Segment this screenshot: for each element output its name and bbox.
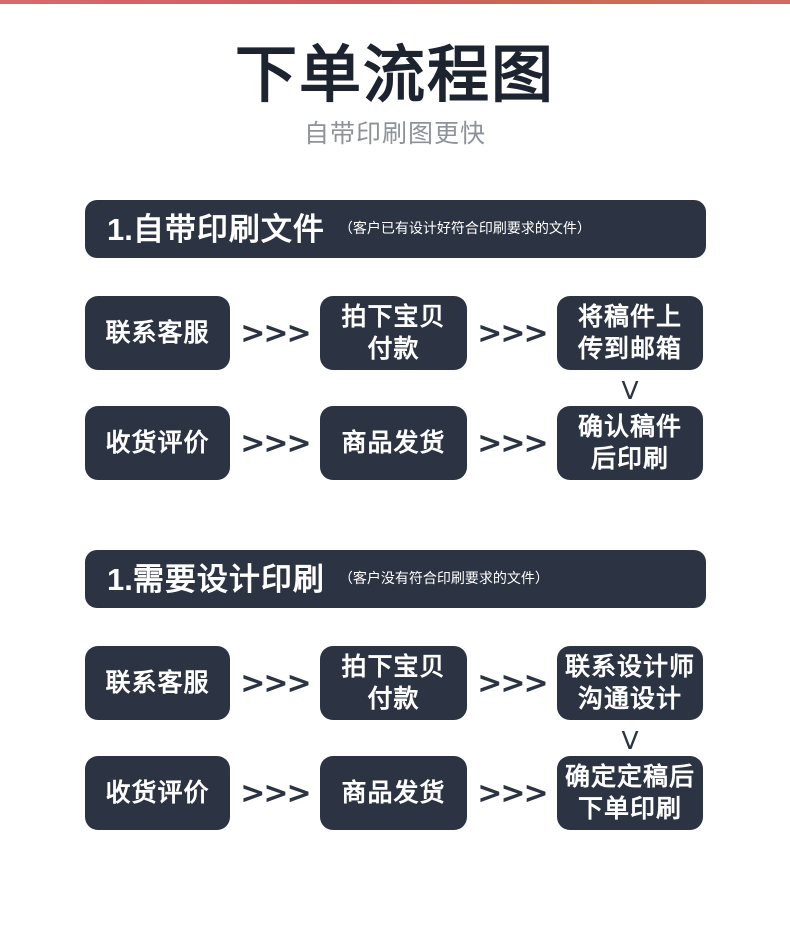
flow-node-label: 联系客服: [105, 669, 210, 697]
chevron-down-icon: V: [621, 725, 639, 755]
flow-node-goods-shipped[interactable]: 商品发货: [320, 756, 467, 830]
flow-node-label-line1: 确认稿件: [577, 413, 682, 441]
arrow-right-icon: >>>: [240, 315, 311, 351]
flow-node-label-line1: 将稿件上: [577, 303, 682, 331]
arrow-right-icon: >>>: [477, 425, 548, 461]
flow-node-label: 收货评价: [105, 429, 210, 457]
flow-node-contact-support[interactable]: 联系客服: [85, 296, 230, 370]
flow-node-receive-and-review[interactable]: 收货评价: [85, 406, 230, 480]
section-number-1: 1.: [107, 211, 133, 247]
flow-node-label-line2: 下单印刷: [577, 795, 682, 823]
flow-node-label-line1: 联系设计师: [564, 653, 695, 681]
section-header-2: 1. 需要设计印刷 （客户没有符合印刷要求的文件）: [85, 550, 706, 608]
title-block: 下单流程图 自带印刷图更快: [0, 40, 790, 150]
flow-node-label-line2: 后印刷: [590, 445, 669, 473]
flow-node-label: 商品发货: [341, 429, 446, 457]
flow-node-label-line2: 传到邮箱: [577, 335, 682, 363]
arrow-right-icon: >>>: [477, 775, 548, 811]
flow-node-place-order-pay[interactable]: 拍下宝贝 付款: [320, 646, 467, 720]
section-number-2: 1.: [107, 561, 133, 597]
section-note-1: （客户已有设计好符合印刷要求的文件）: [338, 220, 591, 236]
arrow-right-icon: >>>: [240, 425, 311, 461]
page-title: 下单流程图: [234, 41, 555, 110]
flow-node-upload-artwork-email[interactable]: 将稿件上 传到邮箱: [557, 296, 703, 370]
section-design-needed: 1. 需要设计印刷 （客户没有符合印刷要求的文件） 联系客服 >>> 拍下宝贝 …: [85, 550, 706, 830]
flow-node-contact-designer[interactable]: 联系设计师 沟通设计: [557, 646, 703, 720]
flow-node-goods-shipped[interactable]: 商品发货: [320, 406, 467, 480]
flow-row-2a: 联系客服 >>> 拍下宝贝 付款 >>> 联系设计师 沟通设计: [85, 646, 706, 720]
arrow-right-icon: >>>: [240, 775, 311, 811]
flow-node-label-line1: 确定定稿后: [564, 763, 695, 791]
flow-node-receive-and-review[interactable]: 收货评价: [85, 756, 230, 830]
flow-node-label: 收货评价: [105, 779, 210, 807]
chevron-down-icon: V: [621, 375, 639, 405]
flow-node-label-line2: 付款: [367, 685, 420, 713]
flow-node-label: 商品发货: [341, 779, 446, 807]
flow-node-label-line1: 拍下宝贝: [341, 653, 446, 681]
section-note-2: （客户没有符合印刷要求的文件）: [338, 570, 549, 586]
flow-node-contact-support[interactable]: 联系客服: [85, 646, 230, 720]
top-accent-rule: [0, 0, 790, 4]
arrow-right-icon: >>>: [477, 315, 548, 351]
flow-row-1b: 收货评价 >>> 商品发货 >>> 确认稿件 后印刷: [85, 406, 706, 480]
page-subtitle: 自带印刷图更快: [303, 120, 486, 148]
section-header-1: 1. 自带印刷文件 （客户已有设计好符合印刷要求的文件）: [85, 200, 706, 258]
section-title-1: 自带印刷文件: [132, 211, 325, 247]
flow-node-label-line2: 付款: [367, 335, 420, 363]
section-self-supplied-files: 1. 自带印刷文件 （客户已有设计好符合印刷要求的文件） 联系客服 >>> 拍下…: [85, 200, 706, 480]
flow-row-2b: 收货评价 >>> 商品发货 >>> 确定定稿后 下单印刷: [85, 756, 706, 830]
flow-node-confirm-then-print[interactable]: 确认稿件 后印刷: [557, 406, 703, 480]
flow-node-label-line2: 沟通设计: [577, 685, 682, 713]
arrow-right-icon: >>>: [477, 665, 548, 701]
flow-node-place-order-pay[interactable]: 拍下宝贝 付款: [320, 296, 467, 370]
section-title-2: 需要设计印刷: [132, 561, 325, 597]
arrow-right-icon: >>>: [240, 665, 311, 701]
flow-node-label: 联系客服: [105, 319, 210, 347]
flow-node-final-draft-then-print[interactable]: 确定定稿后 下单印刷: [557, 756, 703, 830]
flow-row-1a: 联系客服 >>> 拍下宝贝 付款 >>> 将稿件上 传到邮箱: [85, 296, 706, 370]
flow-node-label-line1: 拍下宝贝: [341, 303, 446, 331]
